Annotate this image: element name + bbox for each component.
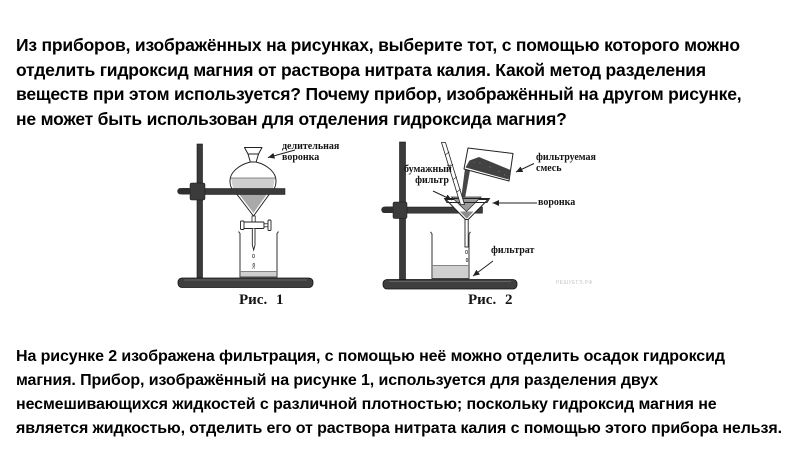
figure1-caption: Рис. 1 <box>239 292 284 308</box>
label-line: делительная <box>282 141 340 152</box>
label-funnel: воронка <box>538 197 576 208</box>
label-line: смесь <box>536 162 562 174</box>
separating-funnel <box>229 147 277 217</box>
figure1-separating-funnel-drawing <box>177 143 314 288</box>
drop <box>465 249 468 255</box>
cone-liquid <box>237 192 269 213</box>
stand <box>196 143 203 281</box>
label-line: фильтруемая <box>536 152 596 163</box>
funnel-stem <box>464 219 469 248</box>
bulb-liquid <box>231 178 275 191</box>
question-line: Из приборов, изображённых на рисунках, в… <box>16 35 740 55</box>
clamp <box>381 201 483 219</box>
glass-rod <box>440 142 466 205</box>
answer-line: является жидкостью, отделить его от раст… <box>16 420 782 437</box>
answer-line: несмешивающихся жидкостей с различной пл… <box>16 396 717 413</box>
label-paper-filter: бумажный фильтр <box>404 164 460 186</box>
drop <box>252 253 255 259</box>
label-separating-funnel: делительная воронка <box>282 141 340 163</box>
label-filtered-mixture: фильтруемая смесь <box>536 152 596 174</box>
beaker <box>238 231 279 278</box>
label-arrow-mixture <box>515 163 535 173</box>
pouring-beaker <box>463 147 514 182</box>
question-line: не может быть использован для отделения … <box>16 108 567 129</box>
answer-text: На рисунке 2 изображена фильтрация, с по… <box>16 345 782 441</box>
beaker <box>430 231 471 280</box>
pour-stream <box>461 168 470 201</box>
beaker-liquid <box>240 271 277 277</box>
label-filtrate: фильтрат <box>491 245 535 256</box>
question-line: отделить гидроксид магния от раствора ни… <box>16 59 706 80</box>
label-line: воронка <box>282 151 320 163</box>
watermark: РЕШУЕГЭ.РФ <box>556 280 593 286</box>
outlet-tube <box>251 228 256 267</box>
label-arrow-filtrate <box>472 260 494 277</box>
answer-line: магния. Прибор, изображённый на рисунке … <box>16 372 659 389</box>
stopcock <box>240 215 272 231</box>
question-text: Из приборов, изображённых на рисунках, в… <box>16 33 742 131</box>
mixture <box>465 157 511 180</box>
label-line: бумажный <box>404 164 452 175</box>
stand-base <box>177 277 314 288</box>
figure2-caption: Рис. 2 <box>468 292 513 308</box>
label-arrow-paper-filter <box>432 190 453 201</box>
drop <box>252 263 256 267</box>
funnel-rim <box>443 198 491 203</box>
figure2-filtration-drawing <box>381 141 537 290</box>
label-line: фильтр <box>415 174 449 186</box>
filter-funnel <box>443 196 491 248</box>
clamp <box>177 182 286 201</box>
label-arrow <box>267 149 296 159</box>
paper-filter <box>450 196 482 213</box>
stand-base <box>382 279 518 290</box>
drop <box>465 258 469 262</box>
answer-line: На рисунке 2 изображена фильтрация, с по… <box>16 348 725 365</box>
question-line: веществ при этом используется? Почему пр… <box>16 84 742 105</box>
filtrate-liquid <box>432 265 469 278</box>
